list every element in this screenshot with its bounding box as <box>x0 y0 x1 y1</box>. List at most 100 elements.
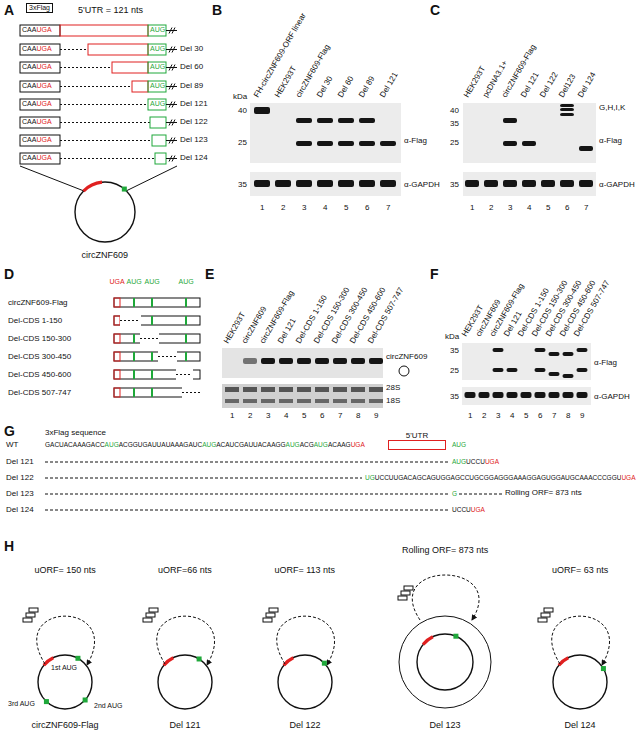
rrna-band <box>333 399 347 403</box>
flag-tag <box>541 613 550 617</box>
lane-label: Del 30 <box>315 75 335 100</box>
sequence-text: UCCU <box>466 458 485 465</box>
blot-band <box>254 180 270 187</box>
sequence-text: 3rd AUG <box>8 700 35 708</box>
uga-mark <box>422 635 434 645</box>
sequence-text: AUG <box>179 278 194 286</box>
sequence-row: CAAUGA <box>22 82 52 90</box>
blot-band <box>549 392 560 398</box>
circrna-circle <box>417 634 473 690</box>
uga-mark <box>163 656 174 666</box>
blot-band <box>507 368 518 372</box>
translation-arrow <box>157 616 215 665</box>
aug-box <box>152 135 166 146</box>
annotation-label: uORF=66 nts <box>158 565 212 575</box>
sequence-text: UCCUUGACAGCAGUGGAGCCUGCGGAGGGAAAGGAGUGGA… <box>375 474 622 481</box>
annotation-label: kDa <box>233 92 247 101</box>
break-mark <box>169 102 172 108</box>
annotation-label: 3 <box>508 203 512 212</box>
sequence-row: AUGUCCUUGA <box>452 458 499 465</box>
rrna-band <box>369 399 383 403</box>
annotation-label: 5'UTR = 121 nts <box>78 5 143 15</box>
annotation-label: Del 124 <box>6 505 34 514</box>
sequence-text: UGA <box>36 100 51 108</box>
blot-band <box>369 358 383 364</box>
sequence-text: AUG <box>150 82 165 90</box>
circrna-circle <box>38 655 92 709</box>
blot-band <box>380 141 396 146</box>
aug-mark <box>151 370 153 379</box>
blot-band <box>315 358 329 364</box>
annotation-label: 6 <box>365 203 369 212</box>
uga-mark <box>283 656 294 666</box>
construct-box <box>20 153 60 164</box>
annotation-label: 40 <box>238 106 247 115</box>
annotation-label: Del 123 <box>430 720 461 730</box>
annotation-label: 2 <box>482 411 486 420</box>
annotation-label: α-GAPDH <box>404 180 440 189</box>
orf-line <box>166 49 177 50</box>
break-mark <box>169 156 172 162</box>
sequence-row: CAAUGA <box>22 26 52 34</box>
blot-band <box>579 146 593 151</box>
blot <box>222 384 383 408</box>
break-mark <box>172 28 175 34</box>
annotation-label: 7 <box>552 411 556 420</box>
deletion-line <box>60 104 148 105</box>
panel-letter: H <box>4 538 14 554</box>
aug-mark <box>197 656 202 661</box>
blot-band <box>359 180 375 187</box>
utr-outline <box>388 440 446 450</box>
annotation-label: WT <box>6 440 18 449</box>
annotation-label: Rolling ORF= 873 nts <box>505 488 582 497</box>
sequence-text: UGA <box>36 82 51 90</box>
annotation-label: uORF= 63 nts <box>552 565 608 575</box>
uga-box <box>114 388 120 397</box>
deletion-line <box>60 158 155 159</box>
circularize-line <box>126 166 177 191</box>
flag-tag <box>146 613 155 617</box>
blot-band <box>563 352 574 356</box>
blot-band <box>522 141 536 146</box>
sequence-text: AUG <box>150 63 165 71</box>
aug-mark <box>133 388 135 397</box>
blot-band <box>577 368 588 372</box>
node-text: 3xFlag <box>29 4 50 12</box>
annotation-label: Del-CDS 507-747 <box>8 388 71 397</box>
annotation-label: 5 <box>546 203 550 212</box>
lane-label: Del 60 <box>336 75 356 100</box>
aug-mark <box>185 334 187 343</box>
sequence-text: 2nd AUG <box>94 702 122 710</box>
blot-band <box>484 180 498 187</box>
cds-bar <box>114 316 200 325</box>
break-mark <box>172 138 175 144</box>
annotation-label: 28S <box>386 383 400 392</box>
blot-band <box>296 118 312 123</box>
flag-tag <box>538 618 547 622</box>
annotation-label: circZNF609 <box>386 352 427 361</box>
annotation-label: 7 <box>386 203 390 212</box>
sequence-text: CAA <box>22 154 36 162</box>
utr-region <box>60 25 148 36</box>
deletion-gap <box>182 387 201 398</box>
annotation-label: Del 121 <box>6 457 34 466</box>
annotation-label: 35 <box>238 180 247 189</box>
annotation-label: 4 <box>510 411 514 420</box>
flag-tag <box>404 586 413 590</box>
annotation-label: α-GAPDH <box>594 392 630 401</box>
uga-mark <box>558 656 569 666</box>
annotation-label: Del 60 <box>180 62 203 71</box>
rrna-band <box>225 387 239 392</box>
deletion-line <box>60 86 132 87</box>
aug-mark <box>185 316 187 325</box>
utr-arc <box>82 181 102 193</box>
break-mark <box>172 120 175 126</box>
flag-tag <box>143 618 152 622</box>
sequence-text: ACGGUGAUUAUAAAGAUC <box>119 441 202 448</box>
aug-mark <box>75 656 80 661</box>
annotation-label: 40 <box>450 106 459 115</box>
aug-mark <box>122 187 127 192</box>
rrna-band <box>297 399 311 403</box>
flag-tag <box>269 608 278 612</box>
annotation-label: 1 <box>468 411 472 420</box>
